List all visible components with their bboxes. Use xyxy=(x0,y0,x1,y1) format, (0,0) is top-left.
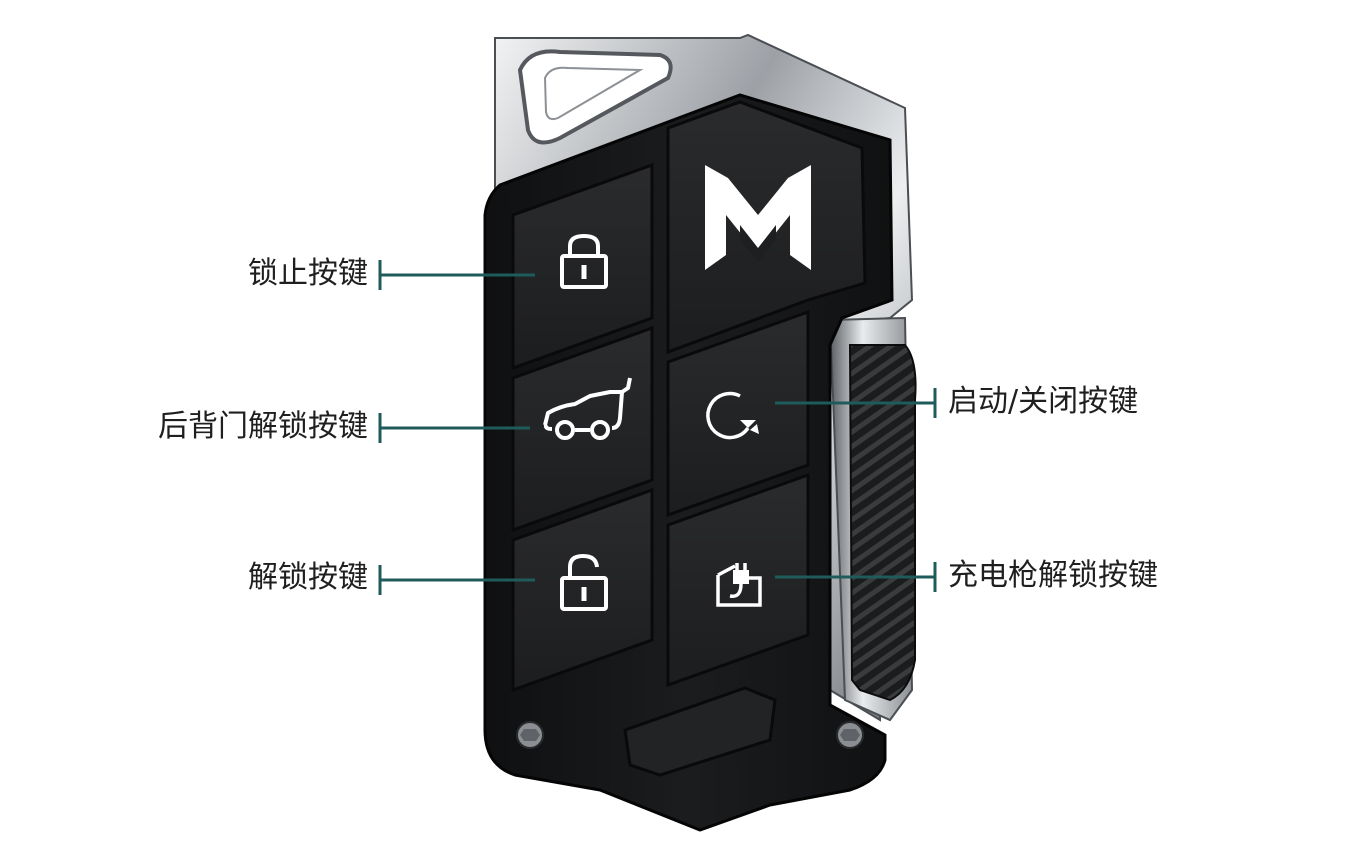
brand-m-logo xyxy=(705,165,811,270)
callout-charge-gun-unlock-label: 充电枪解锁按键 xyxy=(948,558,1158,593)
screw-left xyxy=(516,721,544,749)
screw-right xyxy=(836,721,864,749)
start-stop-button[interactable] xyxy=(666,309,810,518)
key-ring-hole-inner xyxy=(543,66,644,121)
side-grip xyxy=(848,344,917,702)
callout-tailgate-unlock-label: 后背门解锁按键 xyxy=(158,409,368,444)
callout-lock-label: 锁止按键 xyxy=(248,256,368,291)
power-cycle-icon xyxy=(706,391,759,440)
suv-tailgate-icon xyxy=(543,377,632,440)
callout-start-stop-label: 启动/关闭按键 xyxy=(948,384,1139,419)
leader-lines xyxy=(378,260,937,595)
padlock-closed-icon xyxy=(560,233,608,289)
charge-plug-icon xyxy=(716,563,762,607)
callout-unlock-label: 解锁按键 xyxy=(248,560,368,595)
padlock-open-icon xyxy=(560,553,608,611)
bottom-slot xyxy=(623,686,777,777)
